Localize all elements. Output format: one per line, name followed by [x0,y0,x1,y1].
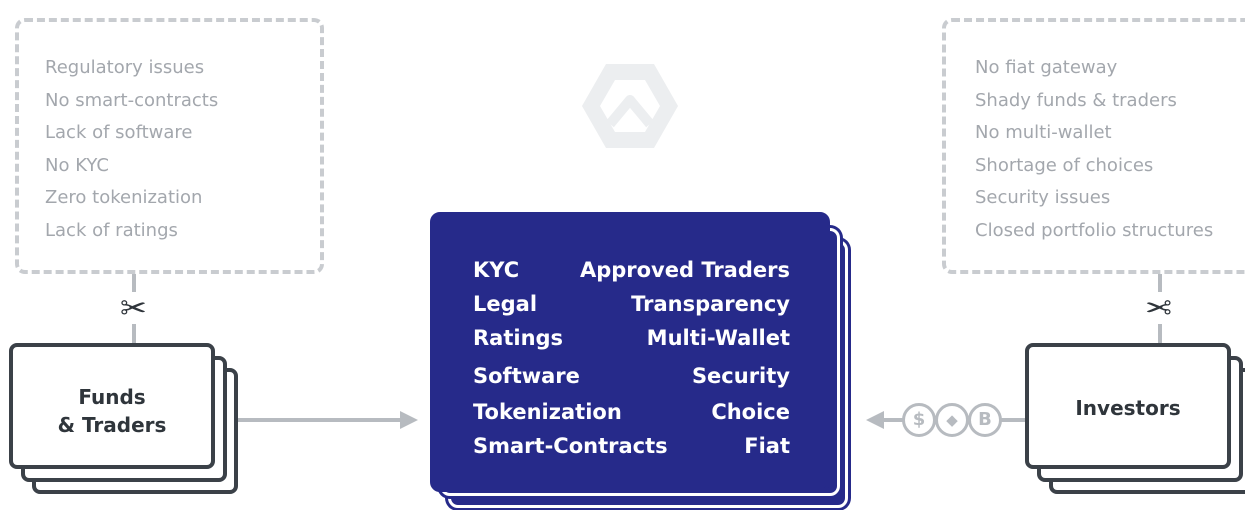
funds-card-title: Funds [78,385,146,409]
feature-transparency: Transparency [631,292,790,316]
feature-choice: Choice [711,400,790,424]
list-item: Closed portfolio structures [975,219,1214,241]
feature-tokenization: Tokenization [473,400,622,424]
list-item: Zero tokenization [45,187,203,208]
list-item: Shortage of choices [975,154,1154,176]
funds-card-subtitle: & Traders [57,413,167,437]
feature-smart-contracts: Smart-Contracts [473,434,668,458]
list-item: Regulatory issues [45,57,205,78]
platform-card: KYC Legal Ratings Software Tokenization … [430,212,830,492]
dollar-coin-icon: $ [902,403,936,437]
list-item: No multi-wallet [975,122,1112,143]
ethereum-coin-icon: ◆ [935,403,969,437]
investors-card-title: Investors [1075,396,1181,420]
platform-logo-icon [582,64,678,148]
scissors-icon: ✂ [120,289,147,327]
feature-approved-traders: Approved Traders [579,258,790,282]
scissors-icon: ✂ [1145,289,1172,327]
feature-multi-wallet: Multi-Wallet [646,326,790,350]
list-item: Lack of software [45,122,193,143]
investors-issues-list: No fiat gateway Shady funds & traders No… [975,52,1213,247]
list-item: No fiat gateway [975,57,1118,78]
funds-arrow-head [400,411,418,429]
funds-traders-card: Funds & Traders [9,343,215,469]
feature-software: Software [473,364,580,388]
investors-card: Investors [1025,343,1231,469]
feature-legal: Legal [473,292,538,316]
list-item: Shady funds & traders [975,89,1177,111]
funds-issues-box [15,18,324,274]
list-item: No KYC [45,154,109,176]
funds-issues-list: Regulatory issues No smart-contracts Lac… [45,52,218,247]
bitcoin-coin-icon: B [968,403,1002,437]
feature-ratings: Ratings [473,326,564,350]
feature-security: Security [691,364,790,388]
investors-issues-box [942,18,1245,274]
list-item: No smart-contracts [45,89,219,111]
feature-kyc: KYC [473,258,520,282]
list-item: Lack of ratings [45,219,178,241]
investors-arrow-head [866,411,884,429]
feature-fiat: Fiat [744,434,790,458]
list-item: Security issues [975,187,1111,208]
